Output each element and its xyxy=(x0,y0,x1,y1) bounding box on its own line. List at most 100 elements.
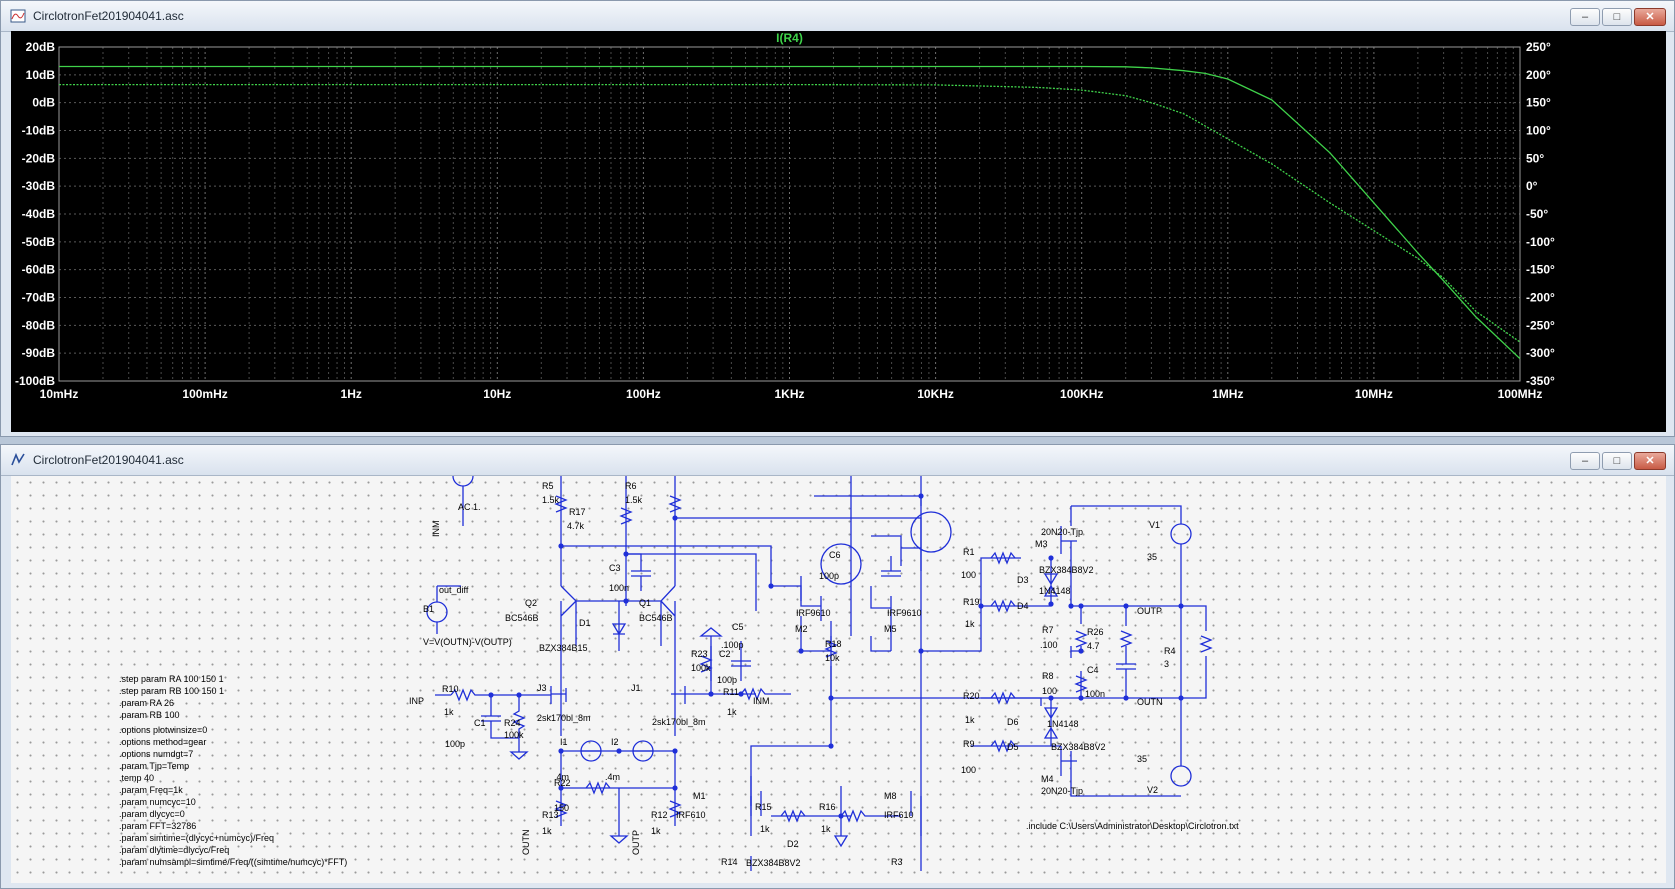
schematic-label: R12 xyxy=(651,810,668,820)
schematic-label: .param numsampl=simtime/Freq/((simtime/n… xyxy=(119,857,347,867)
minimize-button[interactable]: – xyxy=(1570,452,1600,470)
schematic-label: V=V(OUTN)-V(OUTP) xyxy=(423,637,512,647)
schematic-label: M4 xyxy=(1041,774,1054,784)
schematic-label: .step param RA 100 150 1 xyxy=(119,674,224,684)
schematic-label: R1 xyxy=(963,547,975,557)
schematic-label: R6 xyxy=(625,481,637,491)
schematic-label: M8 xyxy=(884,791,897,801)
schematic-label: R10 xyxy=(442,684,459,694)
schematic-label: R8 xyxy=(1042,671,1054,681)
maximize-button[interactable]: □ xyxy=(1602,8,1632,26)
schematic-window: CirclotronFet201904041.asc – □ ✕ xyxy=(0,444,1675,889)
schematic-label: 100 xyxy=(961,570,976,580)
schematic-label: R26 xyxy=(1087,627,1104,637)
schematic-label: C5 xyxy=(732,622,744,632)
y-tick-label-left: -40dB xyxy=(22,207,56,221)
schematic-label: J3 xyxy=(537,683,547,693)
schematic-label: BZX384B8V2 xyxy=(746,858,801,868)
schematic-label: 100n xyxy=(1085,689,1105,699)
schematic-label: M1 xyxy=(693,791,706,801)
schematic-label: R18 xyxy=(825,639,842,649)
schematic-label: .100 xyxy=(1040,640,1058,650)
y-tick-label-left: 0dB xyxy=(32,96,55,110)
schematic-label: R5 xyxy=(542,481,554,491)
close-button[interactable]: ✕ xyxy=(1634,8,1666,26)
schematic-label: .param dlycyc=0 xyxy=(119,809,185,819)
schematic-label: INM xyxy=(431,521,441,538)
schematic-label: OUTP xyxy=(1137,606,1162,616)
schematic-label: OUTN xyxy=(1137,697,1163,707)
y-tick-label-right: 50° xyxy=(1526,151,1544,165)
y-tick-label-right: 100° xyxy=(1526,124,1551,138)
schematic-label: R24 xyxy=(504,718,521,728)
schematic-window-titlebar[interactable]: CirclotronFet201904041.asc – □ ✕ xyxy=(1,445,1674,476)
schematic-label: IRF610 xyxy=(884,810,914,820)
schematic-label: D3 xyxy=(1017,575,1029,585)
schematic-label: .include C:\Users\Administrator\Desktop\… xyxy=(1026,821,1239,831)
schematic-label: 150 xyxy=(554,803,569,813)
schematic-label: R7 xyxy=(1042,625,1054,635)
schematic-label: 1.5k xyxy=(625,495,643,505)
schematic-label: .param FFT=32786 xyxy=(119,821,196,831)
y-tick-label-left: -60dB xyxy=(22,263,56,277)
plot-window-titlebar[interactable]: CirclotronFet201904041.asc – □ ✕ xyxy=(1,1,1674,32)
x-tick-label: 100MHz xyxy=(1498,387,1543,401)
x-tick-label: 100Hz xyxy=(626,387,661,401)
schematic-label: R13 xyxy=(542,810,559,820)
schematic-label: R22 xyxy=(554,778,571,788)
schematic-label: .param Freq=1k xyxy=(119,785,183,795)
y-tick-label-left: 10dB xyxy=(26,68,56,82)
schematic-label: .param dlytime=dlycyc/Freq xyxy=(119,845,229,855)
y-tick-label-right: 0° xyxy=(1526,179,1538,193)
schematic-label: R19 xyxy=(963,597,980,607)
schematic-labels: AC 1.INMR51.5kR174.7kR61.5kC3100nQ2BC546… xyxy=(119,481,1239,868)
schematic-junctions xyxy=(488,493,1184,819)
schematic-label: BZX384B15 xyxy=(539,643,588,653)
schematic-label: I1 xyxy=(560,737,568,747)
schematic-label: 1k xyxy=(760,824,770,834)
schematic-label: 2sk170bl_8m xyxy=(537,713,591,723)
minimize-button[interactable]: – xyxy=(1570,8,1600,26)
schematic-label: C3 xyxy=(609,563,621,573)
x-tick-label: 10KHz xyxy=(917,387,954,401)
schematic-label: 1k xyxy=(542,826,552,836)
schematic-label: 1k xyxy=(821,824,831,834)
schematic-label: I2 xyxy=(611,737,619,747)
y-tick-label-left: -70dB xyxy=(22,291,56,305)
schematic-label: 100p xyxy=(445,739,465,749)
y-tick-label-right: 150° xyxy=(1526,96,1551,110)
schematic-label: B1 xyxy=(423,604,434,614)
schematic-label: R14 xyxy=(721,857,738,867)
plot-frame xyxy=(58,46,1521,382)
schematic-label: AC 1. xyxy=(458,502,481,512)
schematic-label: R11 xyxy=(723,687,739,697)
x-tick-label: 10Hz xyxy=(483,387,511,401)
schematic-label: 1.5k xyxy=(542,495,560,505)
schematic-label: C2 xyxy=(719,649,731,659)
trace-line-phase xyxy=(59,83,1521,343)
maximize-button[interactable]: □ xyxy=(1602,452,1632,470)
schematic-label: R4 xyxy=(1164,646,1176,656)
schematic-label: R15 xyxy=(755,802,772,812)
schematic-label: 3 xyxy=(1164,659,1169,669)
schematic-label: OUTP xyxy=(631,830,641,855)
schematic-label: 100k xyxy=(504,730,524,740)
schematic-label: .4m xyxy=(554,772,569,782)
y-tick-label-right: -50° xyxy=(1526,207,1548,221)
y-tick-label-left: -50dB xyxy=(22,235,56,249)
schematic-label: BC546B xyxy=(639,613,673,623)
schematic-label: INM xyxy=(753,696,770,706)
bode-plot[interactable]: I(R4)20dB10dB0dB-10dB-20dB-30dB-40dB-50d… xyxy=(11,31,1666,432)
schematic-label: 1k xyxy=(727,707,737,717)
x-tick-label: 10MHz xyxy=(1355,387,1393,401)
schematic-label: .param numcyc=10 xyxy=(119,797,196,807)
schematic-label: .param RB 100 xyxy=(119,710,180,720)
close-button[interactable]: ✕ xyxy=(1634,452,1666,470)
schematic-label: 20N20-Tjp xyxy=(1041,786,1083,796)
trace-title: I(R4) xyxy=(776,31,803,45)
circuit-schematic[interactable]: AC 1.INMR51.5kR174.7kR61.5kC3100nQ2BC546… xyxy=(11,476,1666,883)
schematic-label: IRF610 xyxy=(676,810,706,820)
schematic-label: D4 xyxy=(1017,601,1029,611)
